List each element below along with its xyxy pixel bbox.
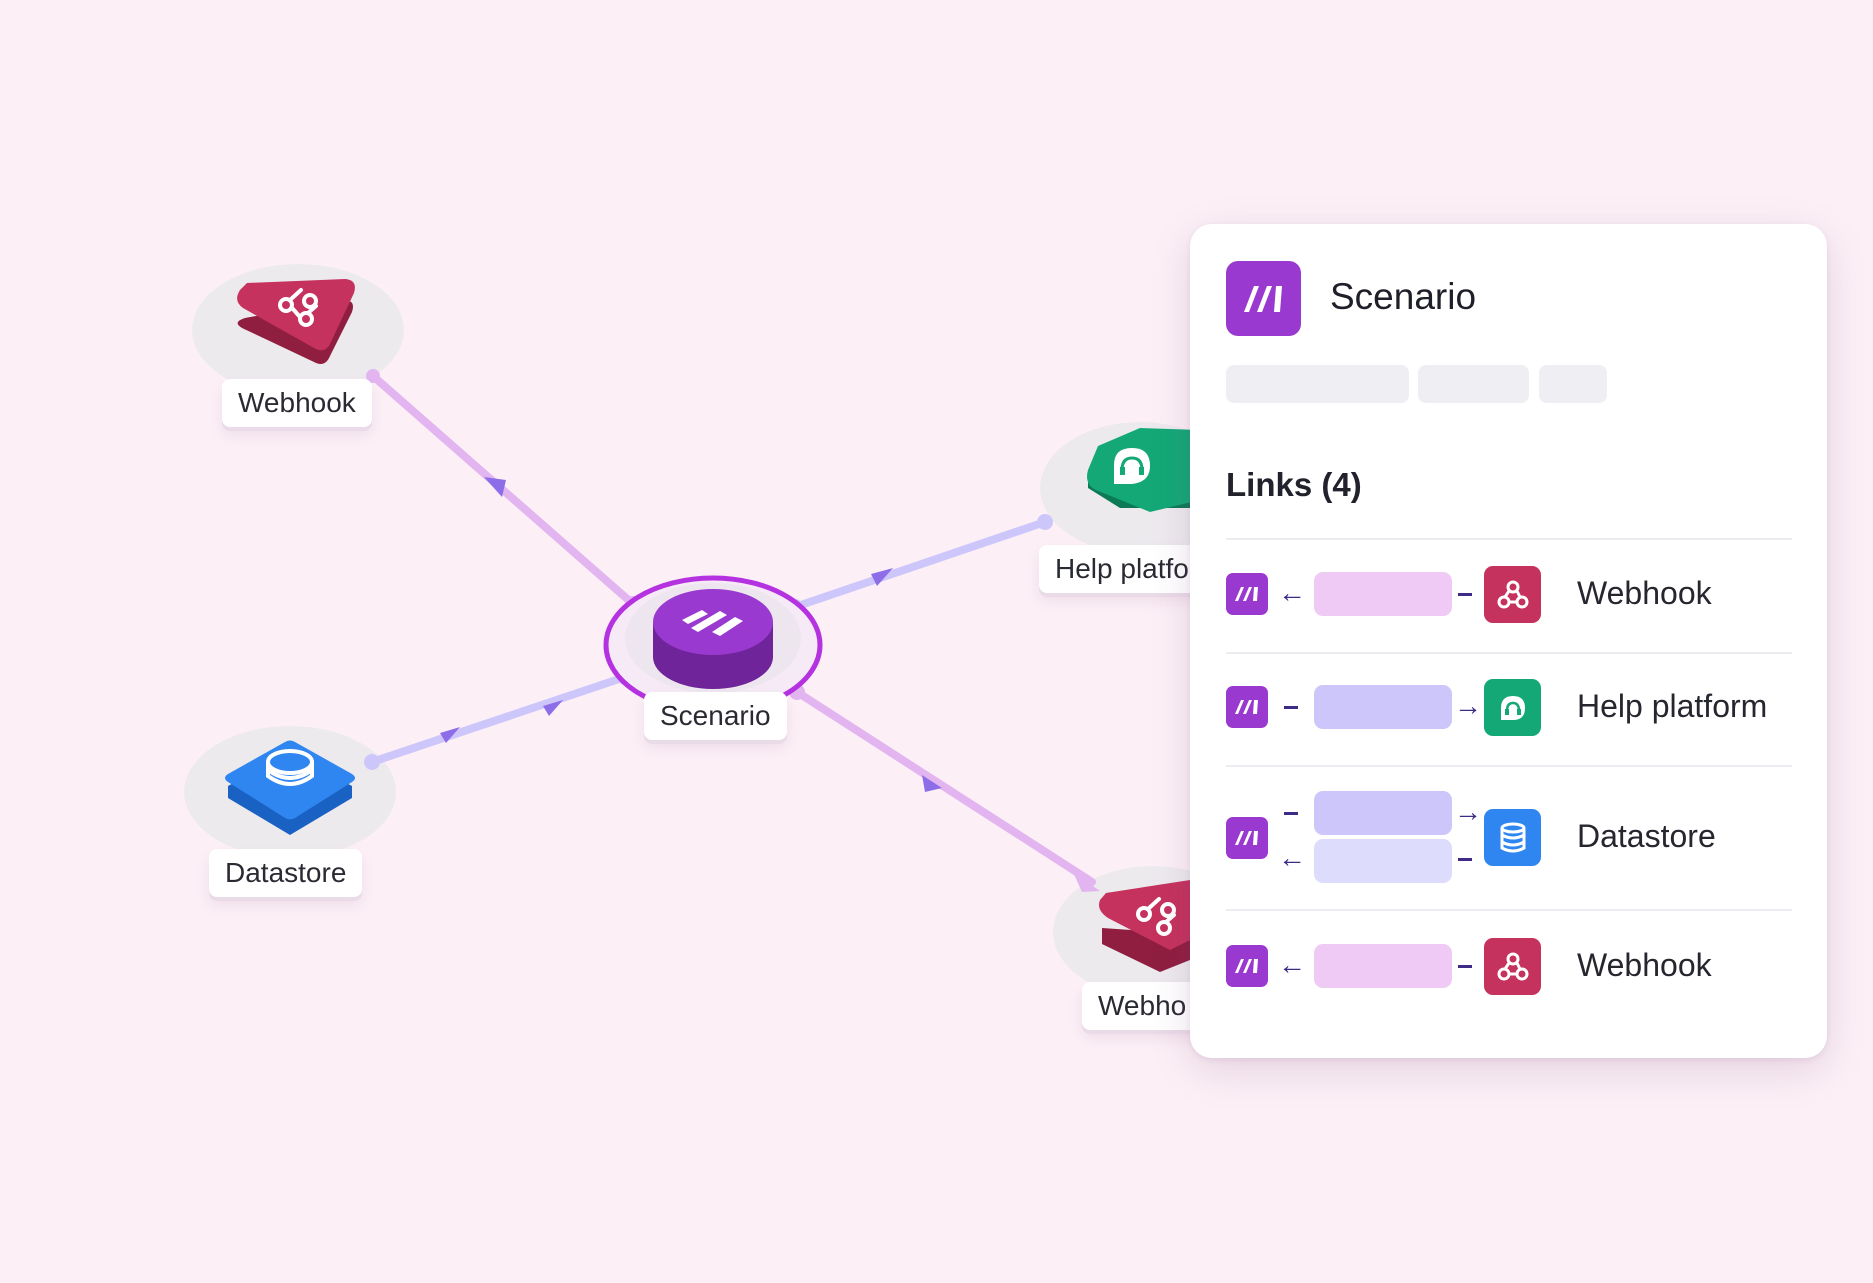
link-row[interactable]: → Help platform — [1226, 677, 1792, 737]
skeleton-tag — [1418, 365, 1529, 403]
edge-webhook-bottom[interactable] — [789, 684, 1100, 892]
arrow-left-icon: ← — [1278, 842, 1306, 873]
link-row[interactable]: ← Webhook — [1226, 936, 1792, 996]
link-row[interactable]: ← Webhook — [1226, 564, 1792, 624]
edge-help-platform[interactable] — [787, 514, 1053, 615]
link-target-label: Help platform — [1577, 688, 1768, 724]
divider — [1226, 765, 1792, 767]
dash-icon — [1284, 706, 1298, 709]
link-connection-pill — [1314, 685, 1452, 729]
webhook-icon — [1484, 566, 1541, 623]
arrow-right-icon: → — [1454, 796, 1482, 827]
link-connection-pill — [1314, 791, 1452, 835]
make-logo-icon — [1226, 261, 1301, 336]
skeleton-tag — [1226, 365, 1409, 403]
link-row[interactable]: → ← Datastore — [1226, 791, 1792, 885]
webhook-bottom-node[interactable] — [1099, 880, 1190, 972]
node-label-datastore[interactable]: Datastore — [209, 849, 363, 897]
node-label-webhook-bottom[interactable]: Webho — [1082, 982, 1203, 1030]
make-logo-icon — [682, 610, 743, 636]
link-connection-pill — [1314, 839, 1452, 883]
help-platform-node[interactable] — [1087, 428, 1200, 512]
webhook-icon — [1136, 897, 1176, 936]
webhook-icon — [278, 288, 318, 327]
link-target-label: Datastore — [1577, 818, 1716, 854]
headset-icon — [1484, 679, 1541, 736]
arrow-left-icon: ← — [1278, 949, 1306, 980]
webhook-icon — [1484, 938, 1541, 995]
link-connection-pill — [1314, 572, 1452, 616]
make-logo-icon — [1226, 573, 1268, 615]
dash-icon — [1458, 965, 1472, 968]
divider — [1226, 538, 1792, 540]
edge-webhook-top[interactable] — [366, 369, 641, 612]
node-label-scenario[interactable]: Scenario — [644, 692, 787, 740]
divider — [1226, 909, 1792, 911]
node-label-help-platform[interactable]: Help platfo — [1039, 545, 1205, 593]
make-logo-icon — [1226, 817, 1268, 859]
node-label-webhook-top[interactable]: Webhook — [222, 379, 372, 427]
divider — [1226, 652, 1792, 654]
edge-datastore[interactable] — [364, 669, 633, 770]
dash-icon — [1458, 858, 1472, 861]
link-target-label: Webhook — [1577, 575, 1712, 611]
database-icon — [266, 749, 314, 786]
database-icon — [1484, 809, 1541, 866]
links-section-title: Links (4) — [1226, 466, 1362, 503]
headset-icon — [1114, 448, 1150, 484]
dash-icon — [1284, 812, 1298, 815]
datastore-node[interactable] — [225, 740, 355, 836]
scenario-node[interactable] — [603, 575, 823, 715]
link-target-label: Webhook — [1577, 947, 1712, 983]
skeleton-tag — [1539, 365, 1607, 403]
dash-icon — [1458, 593, 1472, 596]
make-logo-icon — [1226, 686, 1268, 728]
webhook-top-node[interactable] — [237, 279, 355, 364]
link-connection-pill — [1314, 944, 1452, 988]
scenario-details-panel: Scenario Links (4) ← Webhook → Help plat… — [1190, 224, 1827, 1058]
arrow-right-icon: → — [1454, 690, 1482, 721]
make-logo-icon — [1226, 945, 1268, 987]
arrow-left-icon: ← — [1278, 577, 1306, 608]
panel-title: Scenario — [1330, 276, 1477, 317]
